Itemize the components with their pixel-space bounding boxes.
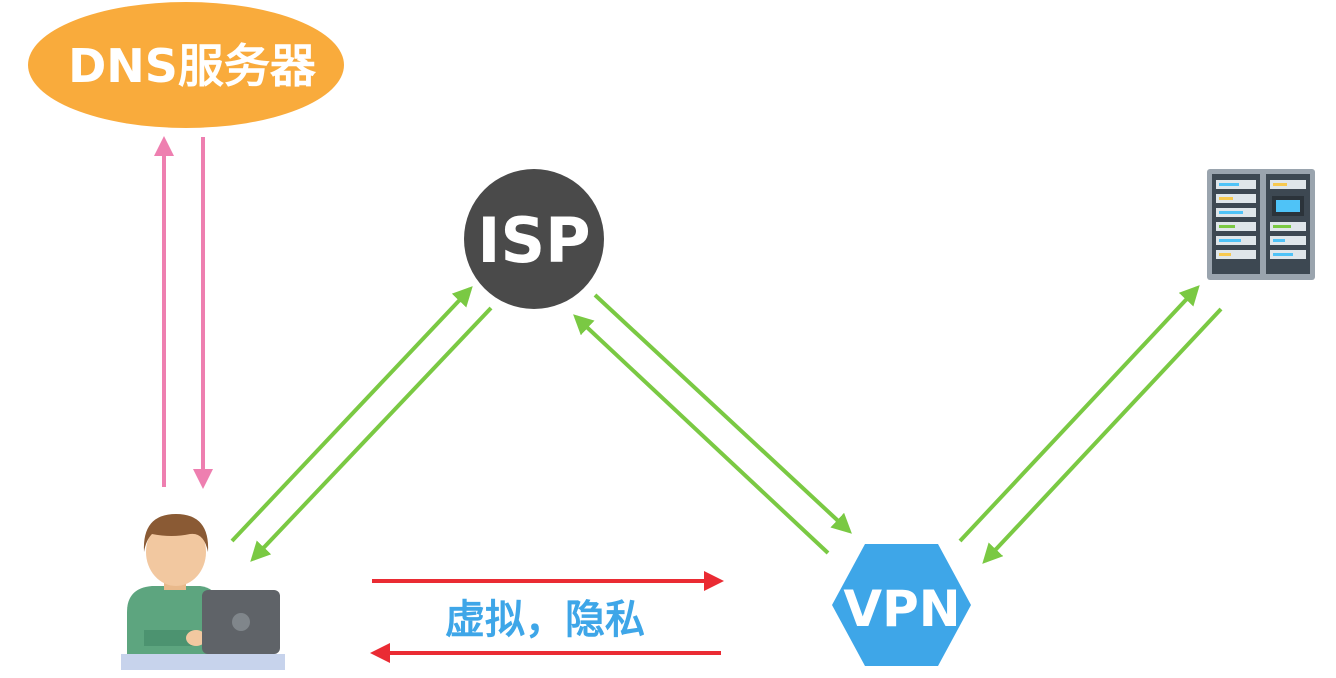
- tunnel-caption: 虚拟，隐私: [445, 597, 645, 643]
- dns-server-label: DNS服务器: [68, 39, 317, 93]
- server-rack-icon: [1207, 169, 1315, 280]
- isp-label: ISP: [477, 204, 590, 277]
- vpn-node: VPN: [832, 544, 971, 666]
- vpn-label: VPN: [843, 580, 960, 638]
- isp-to-vpn-arrow: [593, 293, 852, 534]
- isp-to-user-arrow: [250, 306, 493, 562]
- user-to-isp-arrow: [230, 286, 473, 543]
- vpn-to-server-arrow: [958, 285, 1200, 543]
- server-to-vpn-arrow: [982, 307, 1223, 564]
- dns-server-node: DNS服务器: [28, 2, 344, 128]
- vpn-to-isp-arrow: [573, 314, 830, 555]
- isp-node: ISP: [464, 169, 604, 309]
- user-with-laptop-icon: [121, 514, 285, 670]
